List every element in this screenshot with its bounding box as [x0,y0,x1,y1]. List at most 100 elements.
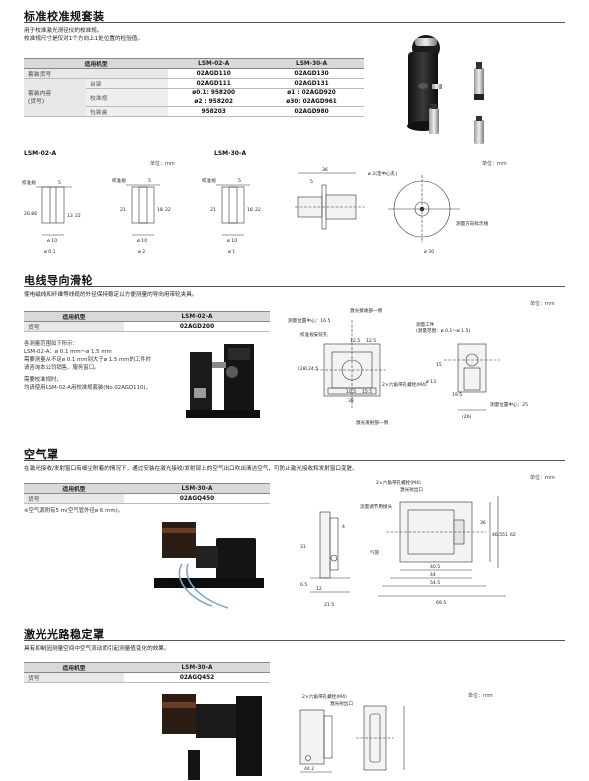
dim-d13: ø 13 [426,379,436,385]
dim-38: 38 [348,398,354,404]
drawing-label-lsm30: LSM-30-A [214,150,247,157]
calibration-spec-table: 适用机型 LSM-02-A LSM-30-A 套装货号 02AGD110 02A… [24,58,364,117]
air-source-note: ※空气源附有5 m(空气管外径ø 6 mm)。 [24,508,124,514]
dim-26: (26) [462,414,472,420]
dim-51: 51 [502,532,508,538]
dim-range: (测量范围：ø 0.1～ø 1.5) [416,327,471,334]
dim-6-5: 6.5 [300,582,307,588]
part-no-value: 02AGQ450 [124,493,270,504]
unit-label: 单位：mm [150,161,175,167]
box-lsm30: 02AGD980 [259,106,364,117]
dim-d30: ø 30 [424,249,434,255]
dim-21: 21 [210,207,216,213]
header-lsm30: LSM-30-A [259,58,364,69]
contents-label: 套装内容 [28,90,52,97]
dim-46-5: 46.5 [492,532,502,538]
kit-no-lsm02: 02AGD110 [168,68,260,79]
dim-hex-bolt: 2×六角带孔螺栓(M4) [302,693,347,700]
dim-d1: ø 1 [228,249,235,255]
section-description: 用于校准激光测径仪的校准规。 校准规尺寸是仅对1个方向上1处位置的检验值。 [24,27,143,43]
dim-36: 36 [480,520,486,526]
dim-gauge-label: 校准规 [112,177,126,184]
dim-22: 22 [255,207,261,213]
section-description: 具有抑制因测量空间中空气流动而引起测量值变化的效果。 [24,646,170,652]
air-hood-drawing: 2×六角带孔螺栓(M4) 激光射出口 流量调节用接头 气管 31 6.5 12 … [300,479,516,608]
header-lsm02: LSM-02-A [124,311,270,322]
range-notes: 各测量范围如下所示： LSM-02-A：ø 0.1 mm～ø 1.5 mm 需要… [24,340,151,392]
section-title-laser-path-cover: 激光光路稳定罩 [24,628,105,641]
dim-workpiece: 测量工件 [416,321,435,328]
dim-hex-bolt: 2×六角带孔螺栓(M4) [376,479,421,486]
dim-air-pipe: 气管 [370,549,380,556]
measure-direction-line: 测量方向标示线 [456,220,489,227]
dim-4: 4 [342,524,345,530]
section-divider [24,22,565,23]
dim-d2-center: ø 2(定中心孔) [368,170,397,177]
gauge-lsm02-1: ø0.1: 958200 [192,90,236,97]
pulley-spec-table: 适用机型 LSM-02-A 货号 02AGD200 [24,311,270,332]
dim-gauge-label: 校准规 [22,179,36,186]
unit-label: 单位：mm [530,301,555,307]
part-no-value: 02AGD200 [124,321,270,332]
dim-15: 15 [436,362,442,368]
dim-mount-hole: 校准规安装孔 [300,331,328,338]
dim-62: 62 [510,532,516,538]
dim-flow-joint: 流量调节用接头 [360,503,393,510]
row-label-part-no: 货号 [24,493,124,504]
dim-center-25: 测量位置中心：25 [490,401,528,408]
note-line: 需要测量从不足ø 0.1 mm到大于ø 1.5 mm的工件时 [24,357,152,363]
section-title-air-hood: 空气罩 [24,448,59,461]
header-lsm02: LSM-02-A [168,58,260,69]
dim-36: 36 [322,167,328,173]
row-label-kit-no: 套装货号 [24,68,169,79]
dim-5: 5 [58,180,61,186]
section-description: 在激光接收/发射窗口有细尘附着的情况下，通过安装在激光接收/发射部上的空气出口吹… [24,466,358,472]
dim-10-5: 10.5 [346,389,356,395]
dim-2086: 20.86 [24,211,37,217]
dim-gauge-label: 校准规 [202,177,216,184]
note-line: 各测量范围如下所示： [24,341,78,347]
row-label-contents: 套装内容 (货号) [24,78,86,117]
note-line: 均请使用LSM-02-A用校准规套装(No.02AGD110)。 [24,385,151,391]
laser-path-cover-photo [152,690,270,780]
dim-5: 5 [310,179,313,185]
dim-d10: ø 10 [137,238,147,244]
dim-12: 12 [316,586,322,592]
dim-5: 5 [148,178,151,184]
gauge-lsm30-1: ø1 : 02AGD920 [287,90,336,97]
unit-label: 单位：mm [530,475,555,481]
header-lsm30: LSM-30-A [124,483,270,494]
dim-40-5: 40.5 [430,564,440,570]
dim-12-5: 12.5 [366,338,376,344]
dim-19-5: 19.5 [452,392,462,398]
dim-44: 44 [430,572,436,578]
kit-no-lsm30: 02AGD130 [259,68,364,79]
dim-d10: ø 10 [47,238,57,244]
desc-line: 用于校准激光测径仪的校准规。 [24,28,103,34]
dim-d2: ø 2 [138,249,145,255]
dim-hex-bolt: 2×六角带孔螺栓(M4) [382,381,427,388]
header-model: 适用机型 [24,58,169,69]
dim-54-5: 54.5 [430,580,440,586]
laser-path-cover-drawing: 2×六角带孔螺栓(M4) 激光射出口 44.2 [299,693,405,773]
unit-label: 单位：mm [482,161,507,167]
contents-label-sub: (货号) [28,98,45,105]
calibration-stand-photo [407,35,484,144]
section-divider [24,640,565,641]
row-label-part-no: 货号 [24,672,124,683]
pulley-drawing: 激光接收部一侧 激光发射部一侧 测量位置中心：16.5 校准规安装孔 12.5 … [288,307,528,426]
gauge-lsm30-2: ø30: 02AGD961 [259,97,364,107]
dim-44-2: 44.2 [304,766,314,772]
section-divider [24,286,565,287]
dim-18: 18 [247,207,253,213]
header-model: 适用机型 [24,662,124,673]
dim-21: 21 [120,207,126,213]
header-lsm30: LSM-30-A [124,662,270,673]
gauge-lsm02-2: ø2 : 958202 [168,97,260,107]
stand-lsm02: 02AGD111 [168,78,260,89]
dim-center-16-5: 测量位置中心：16.5 [288,317,330,324]
dim-18: 18 [157,207,163,213]
dim-5: 5 [238,178,241,184]
sub-label-stand: 台架 [86,78,169,89]
dim-d01: ø 0.1 [44,249,56,255]
